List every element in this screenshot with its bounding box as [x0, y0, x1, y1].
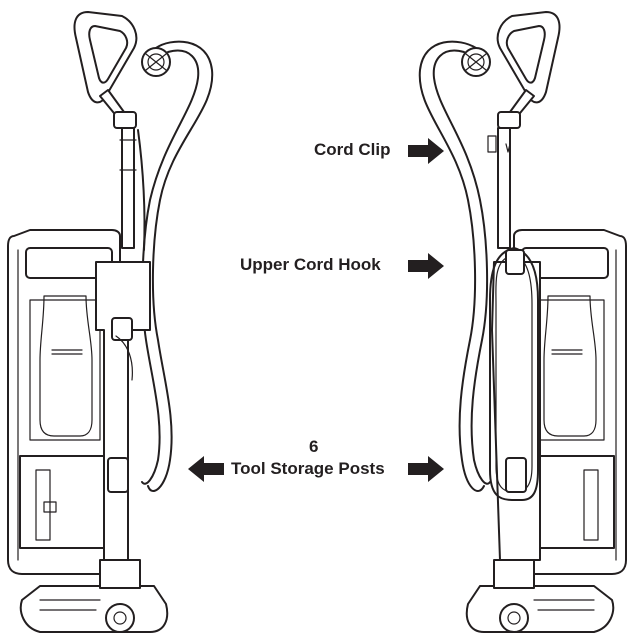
tool-storage-count: 6 — [309, 437, 319, 456]
right-hose — [418, 40, 485, 492]
left-hose — [147, 40, 214, 492]
arrow-left-icon — [188, 456, 224, 482]
arrow-right-icon — [408, 456, 444, 482]
right-floor-nozzle — [465, 585, 615, 633]
left-floor-nozzle — [19, 585, 169, 633]
right-cord-wrap — [489, 247, 539, 501]
upper-cord-hook-label: Upper Cord Hook — [240, 255, 381, 274]
left-wand — [121, 127, 135, 249]
left-vacuum — [7, 11, 214, 633]
arrow-right-icon — [408, 253, 444, 279]
right-wand — [497, 127, 511, 249]
cord-clip-label: Cord Clip — [314, 140, 391, 159]
tool-storage-posts-label: Tool Storage Posts — [231, 459, 385, 478]
right-vacuum — [418, 11, 627, 633]
arrow-right-icon — [408, 138, 444, 164]
